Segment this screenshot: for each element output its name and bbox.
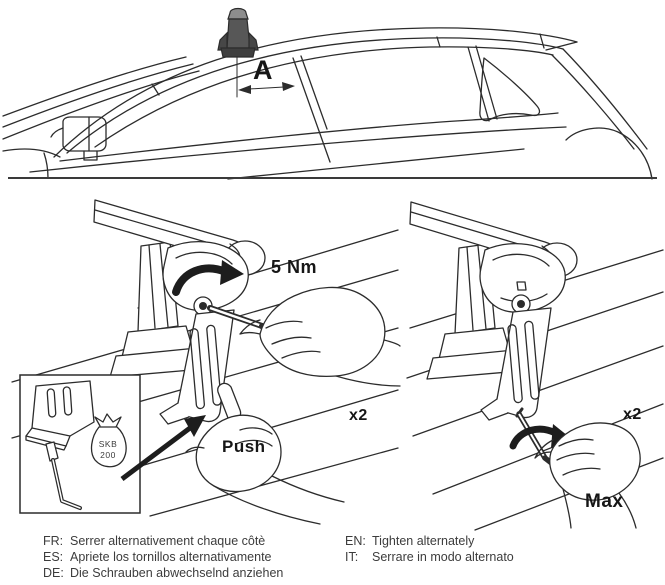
dimension-a-label: A	[253, 55, 273, 85]
notes-column-right: EN: Tighten alternately IT: Serrare in mod…	[345, 533, 514, 565]
hand-turning-key	[239, 286, 401, 387]
clamp-mechanism	[479, 243, 566, 314]
notes-column-left: FR: Serrer alternativement chaque côtè ES…	[43, 533, 283, 581]
hand-tightening	[534, 422, 641, 529]
note-line-es: ES: Apriete los tornillos alternativament…	[43, 549, 283, 565]
car-body-outline	[2, 27, 653, 180]
bracket-part	[25, 380, 95, 451]
note-line-it: IT: Serrare in modo alternato	[345, 549, 514, 565]
note-text: Serrare in modo alternato	[372, 550, 514, 564]
note-line-fr: FR: Serrer alternativement chaque côtè	[43, 533, 283, 549]
section-divider	[8, 177, 657, 179]
note-text: Serrer alternativement chaque côtè	[70, 534, 266, 548]
repeat-x2-label-right: x2	[623, 406, 642, 423]
roof-foot-marker	[217, 7, 259, 58]
note-language-code: IT:	[345, 550, 359, 564]
note-text: Die Schrauben abwechselnd anziehen	[70, 566, 284, 580]
repeat-x2-label-left: x2	[349, 407, 368, 424]
step-tighten-illustration	[406, 201, 664, 531]
note-language-code: DE:	[43, 566, 64, 580]
push-label: Push	[222, 437, 266, 456]
note-line-de: DE: Die Schrauben abwechselnd anziehen	[43, 565, 283, 581]
note-language-code: ES:	[43, 550, 64, 564]
note-text: Apriete los tornillos alternativamente	[70, 550, 272, 564]
push-arrow-icon	[120, 415, 206, 481]
torque-value-label: 5 Nm	[271, 257, 318, 277]
note-text: Tighten alternately	[372, 534, 475, 548]
hand-pushing	[185, 382, 345, 525]
step-push-illustration: SKB 200	[11, 199, 401, 525]
clamp-mechanism	[162, 241, 249, 316]
allen-key-kit	[45, 441, 82, 510]
note-line-en: EN: Tighten alternately	[345, 533, 514, 549]
dimension-a-arrow	[236, 56, 295, 98]
note-language-code: FR:	[43, 534, 64, 548]
bag-label-line1: SKB	[99, 439, 118, 449]
hardware-bag: SKB 200	[90, 413, 127, 468]
rotation-arrow-icon	[172, 260, 244, 296]
claw-bracket	[480, 307, 552, 421]
note-language-code: EN:	[345, 534, 366, 548]
car-side-view-illustration	[2, 7, 653, 180]
bag-label-line2: 200	[100, 450, 116, 460]
max-label: Max	[585, 491, 624, 512]
kit-inset-box: SKB 200	[19, 374, 141, 514]
side-mirror	[50, 116, 107, 161]
